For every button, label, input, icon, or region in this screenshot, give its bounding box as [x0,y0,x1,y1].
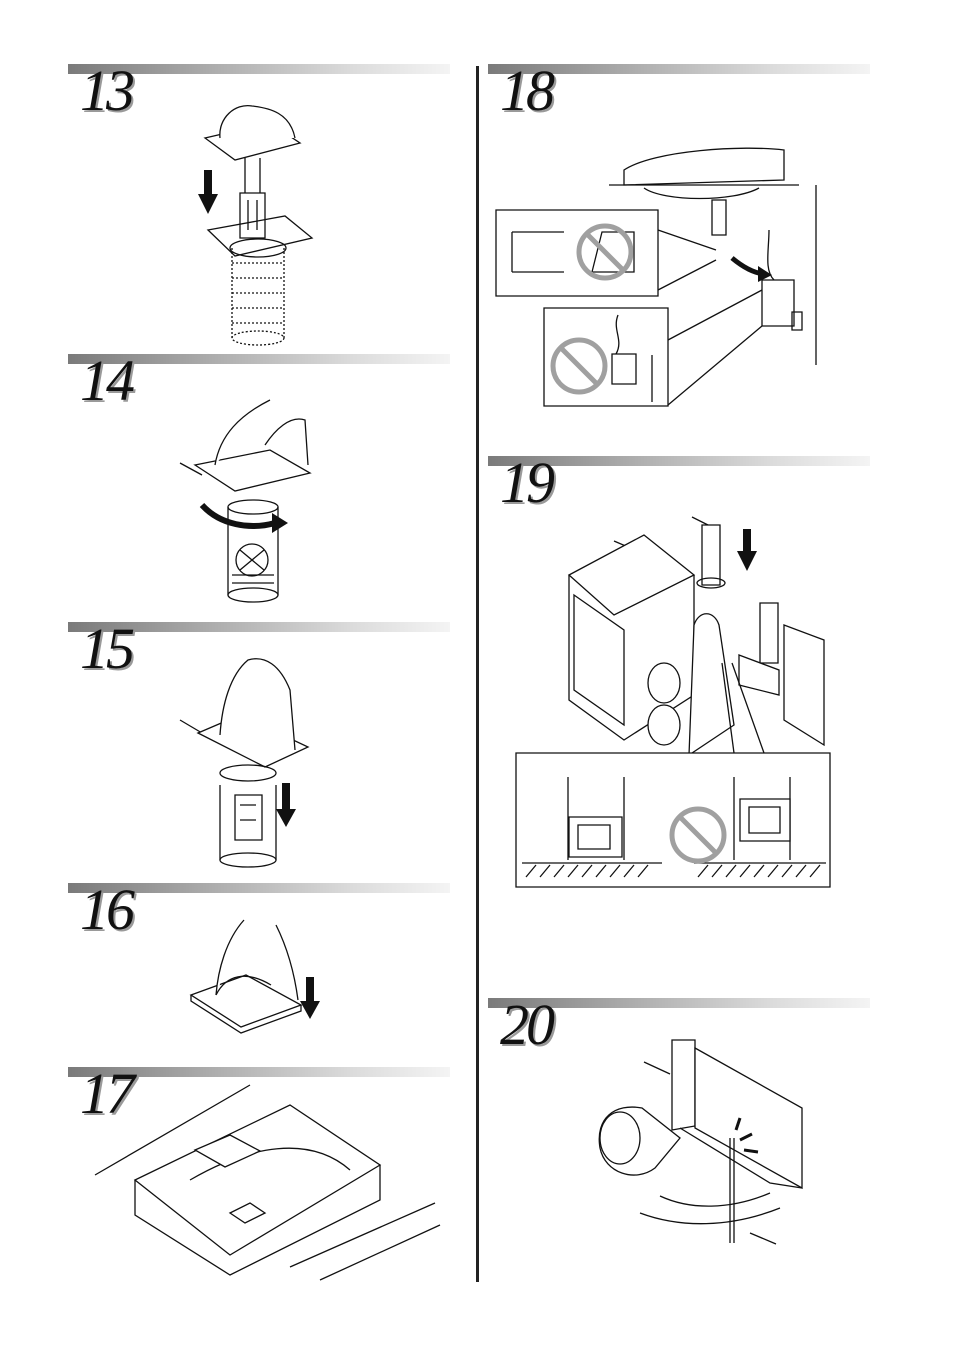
illustration-cable-connect [580,1038,810,1250]
illustration-drain-insert [190,98,330,348]
step-number: 18 [500,62,552,120]
arrow-down-icon [300,977,320,1019]
arrow-down-icon [198,170,218,214]
illustration-drain-remove [180,655,320,870]
step-number: 19 [500,454,552,512]
step-number: 20 [500,996,552,1054]
arrow-down-icon [737,529,757,571]
illustration-solenoid-valve [514,515,834,890]
step-number: 13 [80,62,132,120]
step-number: 14 [80,352,132,410]
illustration-drain-rotate [180,395,320,605]
column-divider [476,66,479,1282]
illustration-cable-routing [494,140,834,410]
arrow-down-icon [276,783,296,827]
step-number: 16 [80,881,132,939]
illustration-basin-complete [90,1085,450,1285]
step-number: 15 [80,620,132,678]
rotate-arrow-icon [202,505,275,526]
illustration-plate-press [186,915,326,1035]
